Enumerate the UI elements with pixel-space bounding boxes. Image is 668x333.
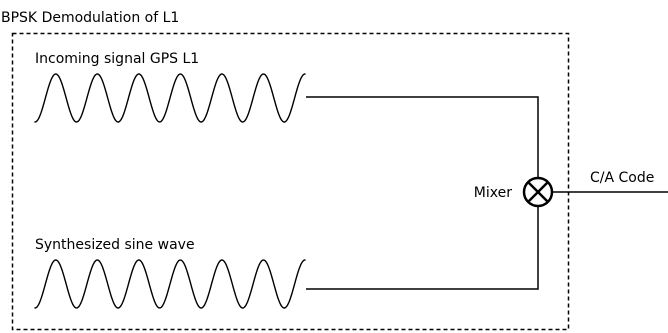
mixer-icon: [522, 176, 554, 208]
incoming-signal-label: Incoming signal GPS L1: [35, 51, 199, 67]
incoming-signal-wire: [306, 96, 539, 177]
output-label: C/A Code: [590, 170, 654, 186]
incoming-signal-wave: [34, 73, 306, 123]
synthesized-wave-wire: [306, 207, 539, 290]
diagram-title: BPSK Demodulation of L1: [1, 10, 179, 26]
synthesized-sine-wave: [34, 259, 306, 309]
synthesized-wave-label: Synthesized sine wave: [35, 237, 195, 253]
mixer-label: Mixer: [474, 185, 512, 201]
enclosure-box: [11, 32, 570, 331]
